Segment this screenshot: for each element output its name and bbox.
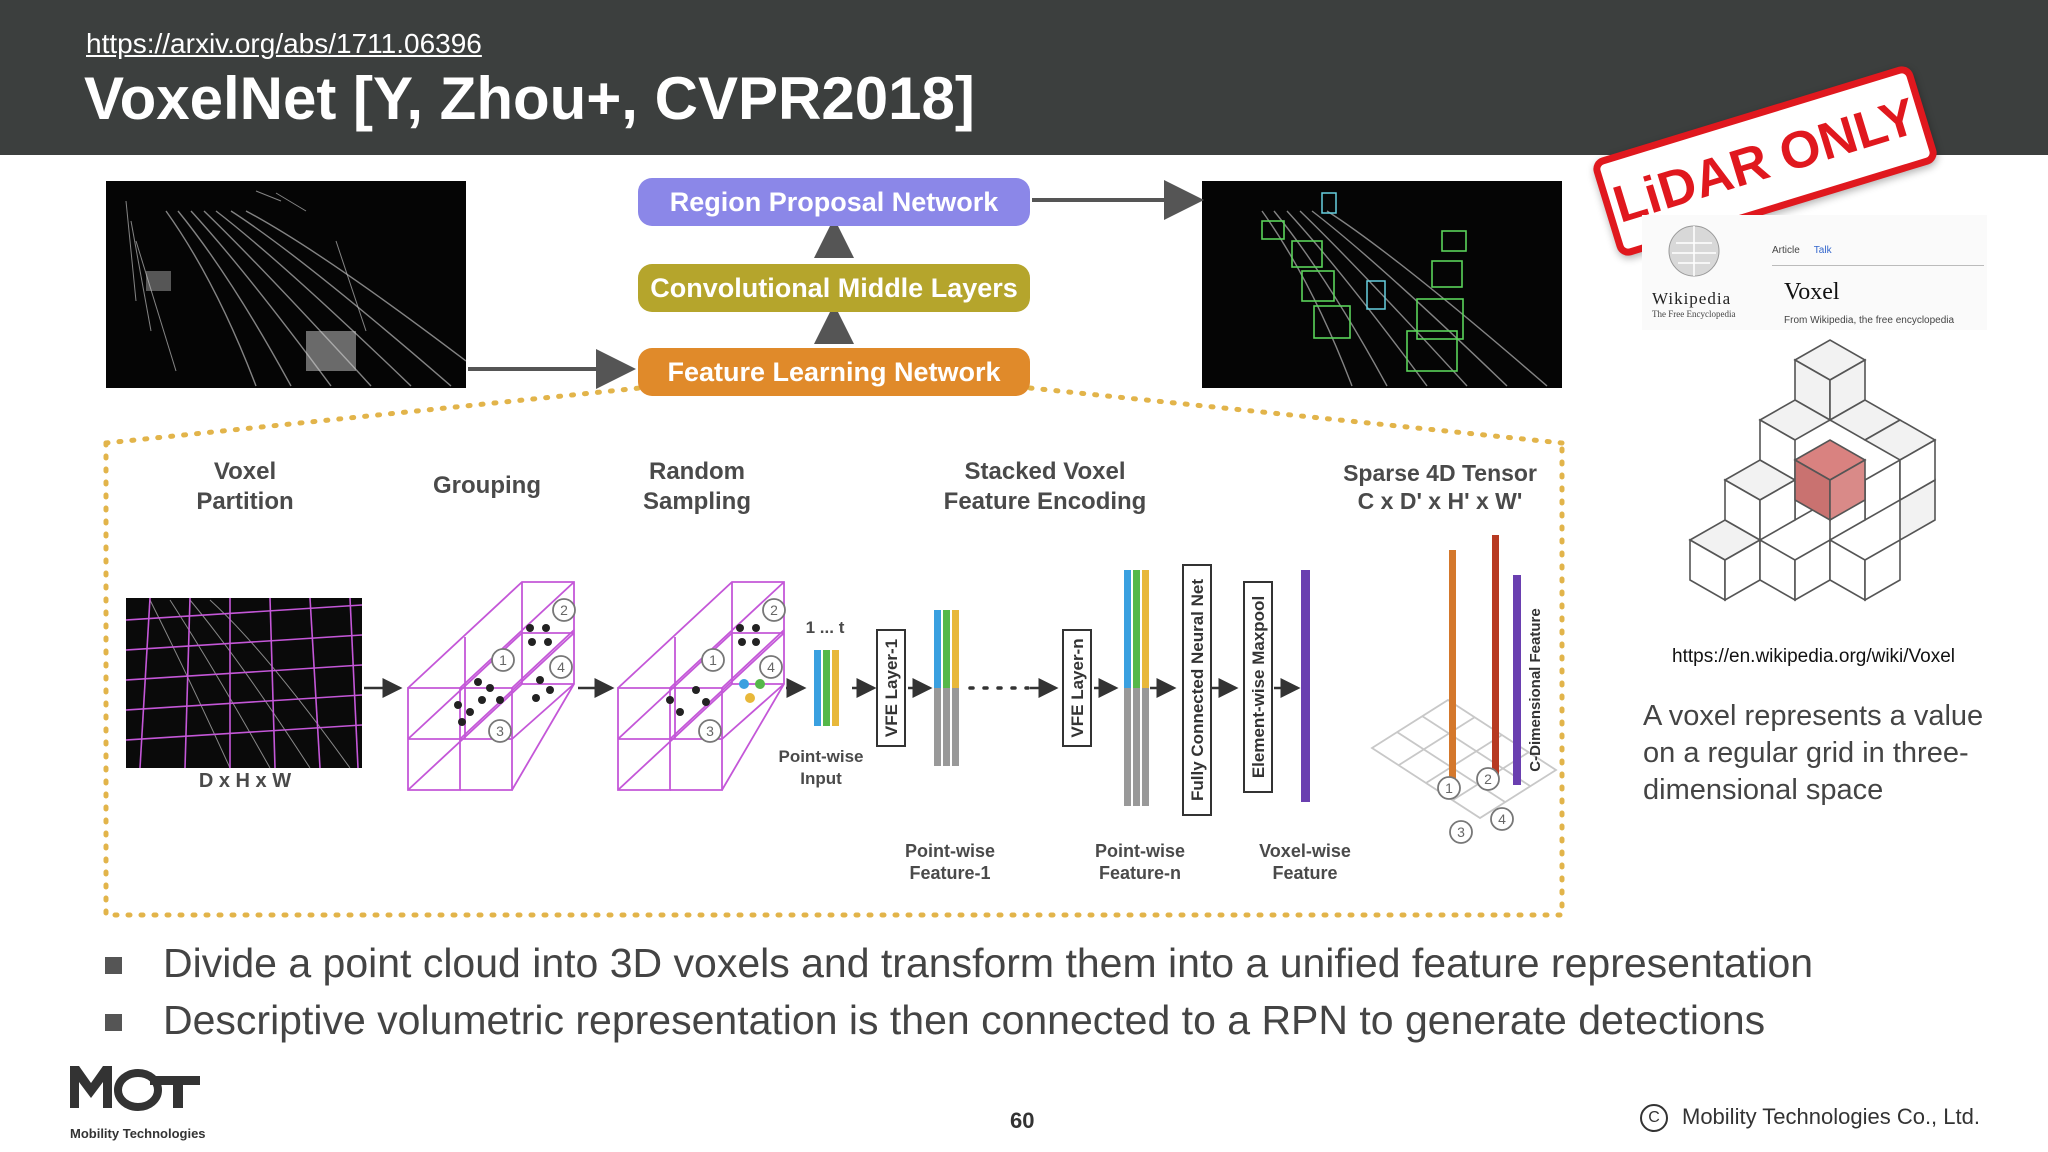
header-bar: https://arxiv.org/abs/1711.06396 VoxelNe… <box>0 0 2048 155</box>
maxpool-label: Element-wise Maxpool <box>1249 596 1268 778</box>
circle-2: 2 <box>1484 771 1492 787</box>
region-proposal-network-box: Region Proposal Network <box>638 178 1030 226</box>
voxel-description: A voxel represents a value on a regular … <box>1643 700 1984 806</box>
detection-output-image <box>1202 181 1562 388</box>
circle-1: 1 <box>499 652 507 668</box>
paper-link[interactable]: https://arxiv.org/abs/1711.06396 <box>86 28 482 59</box>
voxel-partition-image <box>126 598 362 768</box>
stage-grouping: Grouping <box>433 472 541 499</box>
circle-2: 2 <box>770 602 778 618</box>
grouping-points <box>454 624 554 726</box>
wikipedia-globe-icon <box>1668 225 1720 277</box>
sampling-voxel-grid <box>617 581 785 791</box>
wikipedia-tagline: The Free Encyclopedia <box>1652 309 1736 319</box>
circle-3: 3 <box>1457 824 1465 840</box>
circle-3: 3 <box>706 723 714 739</box>
wikipedia-name: Wikipedia <box>1652 289 1732 308</box>
circle-4: 4 <box>557 659 565 675</box>
tab-talk[interactable]: Talk <box>1813 245 1832 256</box>
copyright-icon: C <box>1640 1104 1668 1133</box>
maxpool-box <box>1243 581 1273 793</box>
pointwise-feature-1-bars <box>934 610 959 766</box>
lidar-input-image <box>106 181 466 388</box>
sparse-tensor-grid <box>1370 698 1558 820</box>
circle-4: 4 <box>767 659 775 675</box>
voxel-cube-illustration <box>1688 339 1937 602</box>
vfe-layer-1-box <box>876 629 906 747</box>
mot-logo <box>70 1066 200 1111</box>
voxelwise-feature-bar <box>1301 570 1310 802</box>
circle-3: 3 <box>496 723 504 739</box>
vfe-layer-1-label: VFE Layer-1 <box>882 639 901 737</box>
fcnn-box <box>1182 564 1212 816</box>
convolutional-middle-layers-box: Convolutional Middle Layers <box>638 264 1030 312</box>
wikipedia-heading: Voxel <box>1784 279 1840 305</box>
circle-4: 4 <box>1498 811 1506 827</box>
wikipedia-divider <box>1772 265 1984 266</box>
dxhxw-label: D x H x W <box>198 770 292 792</box>
pointwise-feature-n-bars <box>1124 570 1149 806</box>
copyright: C Mobility Technologies Co., Ltd. <box>1640 1104 1980 1133</box>
slide-title: VoxelNet [Y, Zhou+, CVPR2018] <box>84 65 975 132</box>
tab-article[interactable]: Article <box>1772 245 1800 256</box>
feature-learning-network-box: Feature Learning Network <box>638 348 1030 396</box>
grouping-voxel-grid <box>407 581 575 791</box>
logo-subtitle: Mobility Technologies <box>70 1126 206 1141</box>
wikipedia-from: From Wikipedia, the free encyclopedia <box>1784 315 1955 326</box>
bullet-square <box>105 1014 122 1031</box>
wikipedia-snippet: Wikipedia The Free Encyclopedia Article T… <box>1642 215 1987 330</box>
fcnn-label: Fully Connected Neural Net <box>1188 579 1207 801</box>
pointwise-input-bars <box>814 650 839 726</box>
circle-2: 2 <box>560 602 568 618</box>
circle-1: 1 <box>709 652 717 668</box>
one-to-t-label: 1 ... t <box>805 618 845 637</box>
vfe-layer-n-label: VFE Layer-n <box>1068 638 1087 737</box>
company-name: Mobility Technologies Co., Ltd. <box>1682 1104 1980 1129</box>
vfe-layer-n-box <box>1062 629 1092 747</box>
sampling-points <box>666 624 760 716</box>
circle-1: 1 <box>1445 780 1453 796</box>
wikipedia-url[interactable]: https://en.wikipedia.org/wiki/Voxel <box>1672 646 1956 667</box>
wikipedia-tabs: Article Talk <box>1772 245 1846 256</box>
page-number: 60 <box>1010 1108 1035 1133</box>
bullet-square <box>105 957 122 974</box>
c-dim-label: C-Dimensional Feature <box>1527 608 1544 771</box>
